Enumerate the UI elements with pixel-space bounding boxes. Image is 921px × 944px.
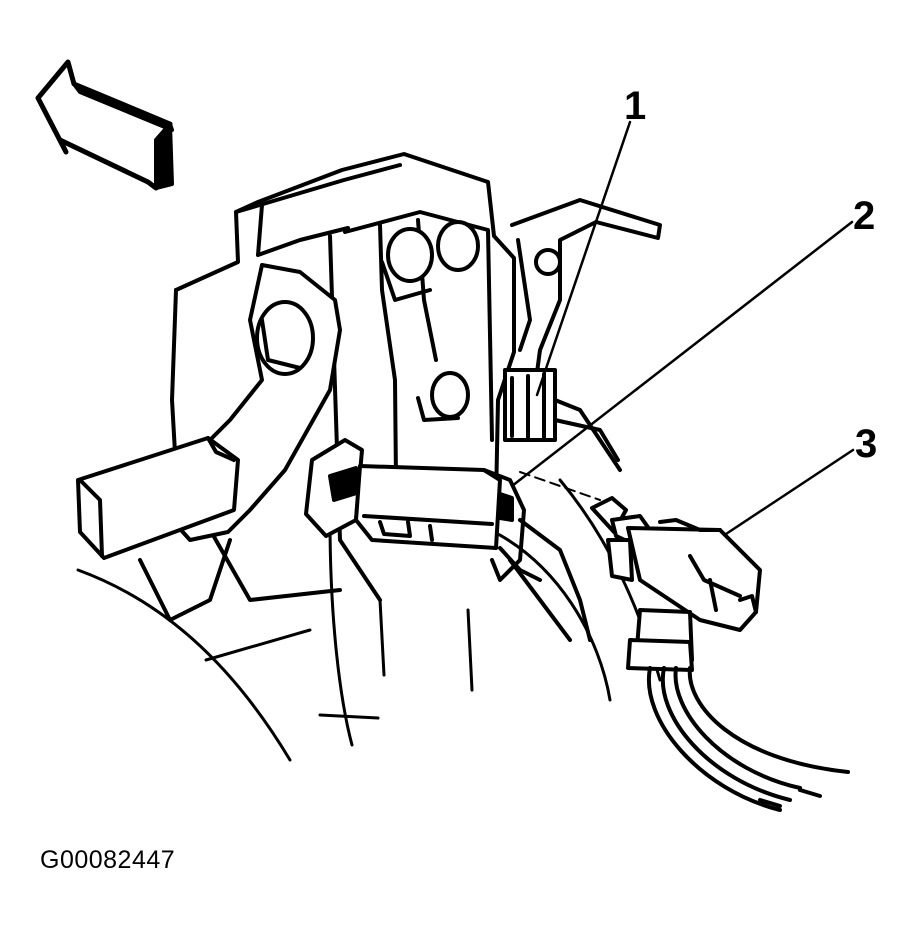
leader-line-2 (510, 220, 854, 488)
callout-1: 1 (624, 84, 647, 128)
stop-lamp-switch (590, 496, 850, 812)
mounting-bracket (503, 198, 662, 472)
installation-guide-line (519, 471, 601, 501)
installed-switch (304, 438, 592, 642)
pivot-bolt (255, 220, 480, 422)
figure-id: G00082447 (40, 846, 176, 874)
callout-3: 3 (855, 422, 878, 466)
leader-line-1 (535, 120, 632, 397)
forward-arrow-icon (35, 59, 174, 191)
callout-2: 2 (853, 194, 876, 238)
leader-lines (510, 120, 855, 536)
leader-line-3 (724, 448, 855, 536)
